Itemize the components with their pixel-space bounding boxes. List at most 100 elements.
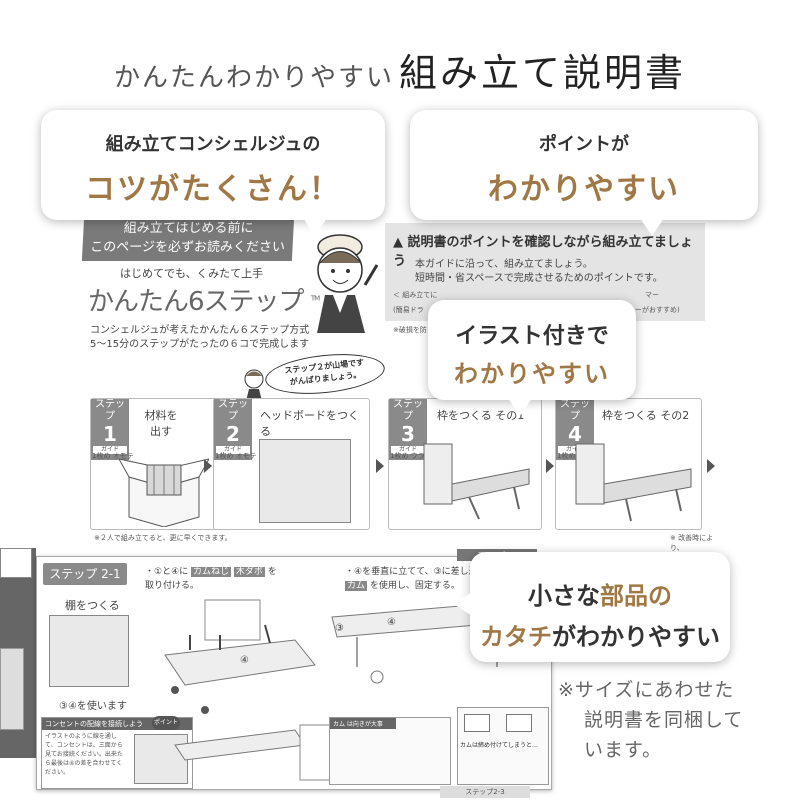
step21-instruction-2: ・④を垂直に立てて、③に差し込み カム を使用し、固定する。 bbox=[345, 565, 487, 593]
svg-text:③: ③ bbox=[335, 623, 344, 634]
instr2-line2: を使用し、固定する。 bbox=[369, 581, 460, 591]
instr-dabo-tag: 木ダボ bbox=[233, 567, 265, 577]
footnote-left: ※２人で組み立てると、更に早くできます。 bbox=[94, 534, 232, 542]
outlet-text: イラストのように線を通して、コンセントは、三面から見てお接続ください。出来たら最… bbox=[45, 733, 123, 776]
manual-bottom-left-page bbox=[0, 548, 36, 758]
bubble-left-line2: コツがたくさん！ bbox=[85, 172, 341, 207]
instr-text: ・①と④に bbox=[145, 567, 189, 577]
parts-diagram-icon: ④ bbox=[164, 599, 361, 781]
step-arrow-1 bbox=[204, 459, 212, 473]
title-subtitle: かんたんわかりやすい bbox=[113, 63, 394, 93]
point-line2: 短時間・省スペースで完成させるためのポイントです。 bbox=[415, 273, 663, 284]
step-guide-1: ガイド bbox=[91, 444, 129, 460]
size-note-line3: います。 bbox=[584, 739, 663, 761]
concierge-illustration-icon bbox=[317, 234, 379, 333]
outlet-illustration bbox=[134, 734, 188, 784]
point-title: 説明書のポイントを確認しながら組み立てましょう bbox=[393, 235, 693, 269]
bubble-right-tail bbox=[640, 218, 664, 236]
bubble-left-line1: 組み立てコンシェルジュの bbox=[105, 134, 321, 155]
size-note-line2: 説明書を同梱して bbox=[584, 709, 744, 731]
kamu-hint-text: カムは締め付けてしまうと… bbox=[460, 742, 539, 749]
bubble-left-tail bbox=[303, 218, 327, 236]
instr2-line1: ・④を垂直に立てて、③に差し込み bbox=[345, 567, 487, 577]
step-number: 2 bbox=[226, 422, 240, 446]
step-card-3: ステップ 3 ガイド 1枚め ウラ 枠をつくる その1 bbox=[388, 398, 542, 530]
step-badge-3: ステップ 3 bbox=[389, 399, 427, 446]
step21-label: ステップ 2-1 bbox=[43, 563, 127, 585]
manual-top-section: 組み立てはじめる前に このページを必ずお読みください はじめてでも、くみたて上手… bbox=[80, 215, 720, 552]
guide-label: ガイド bbox=[93, 446, 127, 454]
outlet-tip-box: コンセントの配線を接続しよう イラストのように線を通して、コンセントは、三面から… bbox=[41, 716, 193, 789]
bubble-bottom-tail bbox=[454, 592, 472, 616]
step-card-2: ステップ 2 ガイド 1枚め オモテ ヘッドボードをつくる bbox=[213, 398, 370, 530]
headboard-illustration bbox=[259, 439, 351, 523]
step-number: 1 bbox=[103, 422, 117, 446]
step-title-4: 枠をつくる その2 bbox=[602, 409, 690, 422]
step-number: 3 bbox=[401, 422, 415, 446]
banner-line2: このページを必ずお読みください bbox=[89, 240, 286, 255]
svg-text:④: ④ bbox=[240, 655, 249, 666]
small-mascot-icon bbox=[244, 369, 264, 401]
step-guide-2: ガイド bbox=[214, 444, 252, 460]
step-label: ステップ bbox=[393, 399, 423, 422]
bubble-right-line1: ポイントが bbox=[539, 134, 629, 155]
step-page-4: 1枚め ウラ bbox=[557, 452, 592, 460]
step-arrow-2 bbox=[376, 459, 384, 473]
bubble-right-line2: わかりやすい bbox=[488, 172, 680, 207]
step-guide-3: ガイド bbox=[389, 444, 427, 460]
logo-desc-2: 5〜15分のステップがたったの６コで完成します bbox=[90, 339, 310, 350]
logo-main: かんたん6ステップ TM bbox=[88, 281, 320, 318]
step-page-1: 1枚め オモテ bbox=[92, 452, 134, 460]
step-badge-2: ステップ 2 bbox=[214, 399, 252, 446]
warning-icon: ▲ bbox=[393, 235, 403, 250]
bubble-middle-illustration: イラスト付きで わかりやすい bbox=[428, 300, 636, 416]
step-badge-1: ステップ 1 bbox=[91, 399, 129, 446]
point-line3-right: マー bbox=[645, 291, 659, 299]
step-badge-4: ステップ 4 bbox=[556, 399, 594, 445]
size-note: ※サイズにあわせた 説明書を同梱して います。 bbox=[558, 675, 798, 765]
mascot-speech: ステップ２が山場です がんばりましょう。 bbox=[263, 348, 387, 400]
point-line3: ＜ 組み立てに bbox=[393, 291, 438, 299]
left-page-white bbox=[0, 548, 32, 578]
bubble-bottom-line2a: カタチ bbox=[480, 623, 552, 651]
bubble-bottom-line2b: がわかりやすい bbox=[552, 623, 720, 651]
banner-line1: 組み立てはじめる前に bbox=[123, 221, 254, 236]
instr-kamu-tag: カムねじ bbox=[191, 567, 232, 577]
use-parts-label: ③④を使います bbox=[59, 701, 127, 712]
step-title-2: ヘッドボードをつくる bbox=[260, 409, 359, 438]
guide-label: ガイド bbox=[216, 446, 250, 454]
kamu-tip-box: カム は向きが大事 bbox=[329, 717, 451, 785]
instr-end: を bbox=[267, 567, 277, 577]
kamu-hint-icon bbox=[464, 714, 490, 732]
point-title-row: ▲ 説明書のポイントを確認しながら組み立てましょう bbox=[393, 231, 705, 269]
kamu-hint-icon-2 bbox=[506, 714, 532, 732]
left-page-bed bbox=[0, 648, 24, 730]
kamu-hint-box: カムは締め付けてしまうと… bbox=[457, 707, 549, 785]
logo-desc-1: コンシェルジュが考えたかんたん６ステップ方式 bbox=[90, 325, 310, 336]
read-first-banner: 組み立てはじめる前に このページを必ずお読みください bbox=[81, 217, 295, 261]
bubble-left-tips: 組み立てコンシェルジュの コツがたくさん！ bbox=[41, 110, 385, 236]
point-line5: ※破損を防 bbox=[393, 326, 427, 334]
step23-tab: ステップ2-3 bbox=[440, 786, 530, 798]
logo-tm: TM bbox=[310, 294, 320, 303]
step-label: ステップ bbox=[95, 399, 125, 422]
instr2-kamu-tag: カム bbox=[345, 581, 368, 591]
step-arrow-3 bbox=[546, 459, 554, 473]
bubble-middle-tail bbox=[508, 398, 532, 416]
step-page-3: 1枚め ウラ bbox=[390, 452, 425, 460]
frame-illustration-icon bbox=[423, 443, 530, 520]
step-arrow-4 bbox=[707, 459, 715, 473]
point-line4: (簡易ドラ bbox=[393, 306, 424, 314]
page-title: かんたんわかりやすい 組み立て説明書 bbox=[0, 42, 800, 97]
bubble-middle-line1: イラスト付きで bbox=[455, 324, 609, 349]
step-card-4: ステップ 4 ガイド 1枚め ウラ 枠をつくる その2 bbox=[555, 398, 702, 530]
svg-text:④: ④ bbox=[387, 617, 396, 628]
bubble-bottom-parts: 小さな部品の カタチがわかりやすい bbox=[454, 552, 730, 662]
size-note-line1: ※サイズにあわせた bbox=[558, 679, 735, 701]
frame-illustration-2-icon bbox=[575, 443, 692, 522]
step-label: ステップ bbox=[218, 399, 248, 422]
bubble-bottom-line1b: 部品の bbox=[600, 582, 672, 610]
logo-tagline: はじめてでも、くみたて上手 bbox=[120, 267, 264, 280]
point-line4-right: ーがおすすめ) bbox=[635, 306, 680, 314]
shelf-illustration bbox=[49, 615, 129, 687]
